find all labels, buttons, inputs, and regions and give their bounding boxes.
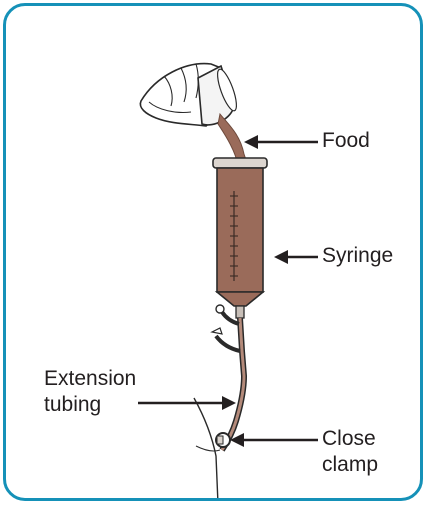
diagram-frame: Food Syringe Extension tubing Close clam… — [3, 3, 423, 501]
label-food: Food — [322, 128, 370, 154]
label-extension-line2: tubing — [44, 392, 101, 418]
label-clamp-line2: clamp — [322, 452, 378, 478]
label-clamp-line1: Close — [322, 426, 376, 452]
clamp-icon — [216, 433, 230, 447]
arrow-food — [244, 135, 318, 149]
hand-pouring-cup-icon — [140, 64, 240, 126]
arrow-syringe — [274, 250, 318, 264]
syringe-icon — [213, 158, 267, 318]
label-extension-line1: Extension — [44, 366, 136, 392]
extension-tubing-icon — [212, 305, 244, 450]
arrow-clamp — [230, 433, 318, 447]
label-syringe: Syringe — [322, 243, 393, 269]
arrow-extension — [138, 396, 236, 410]
